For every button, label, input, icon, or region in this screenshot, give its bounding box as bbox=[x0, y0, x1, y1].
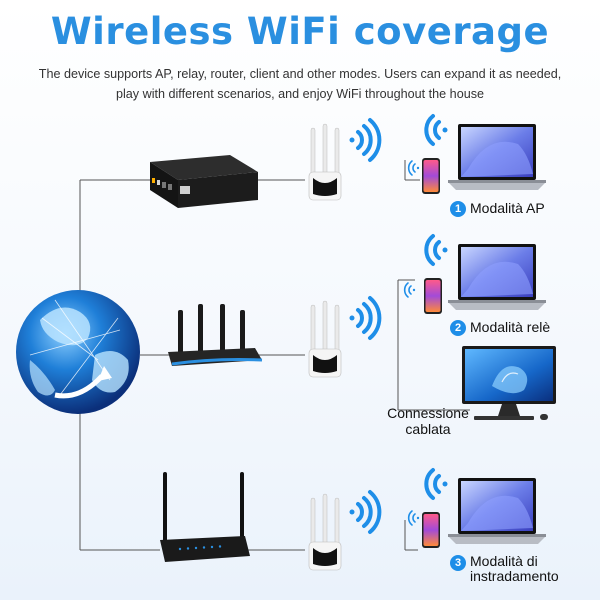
mode-label-ap: 1 Modalità AP bbox=[450, 200, 545, 217]
mode-label-text-line1: Modalità di bbox=[470, 553, 538, 569]
laptop-icon bbox=[448, 244, 546, 310]
mode-label-routing: 3 Modalità di instradamento bbox=[450, 554, 559, 584]
page-title: Wireless WiFi coverage bbox=[50, 10, 550, 53]
mode-label-text-line2: instradamento bbox=[470, 568, 559, 584]
subtitle-line-2: play with different scenarios, and enjoy… bbox=[116, 87, 484, 101]
laptop-icon bbox=[448, 478, 546, 544]
page-subtitle: The device supports AP, relay, router, c… bbox=[20, 64, 580, 104]
wifi-signal-icon bbox=[349, 118, 382, 534]
globe-icon bbox=[16, 290, 140, 414]
smartphone-icon bbox=[422, 512, 440, 548]
wifi-signal-icon bbox=[424, 114, 448, 500]
connection-lines bbox=[79, 160, 470, 551]
repeater-icon bbox=[308, 300, 342, 378]
mode-label-text: Modalità AP bbox=[470, 200, 545, 216]
mode-number-badge: 1 bbox=[450, 201, 466, 217]
wired-label-line2: cablata bbox=[405, 421, 451, 437]
router-icon bbox=[160, 472, 250, 562]
wifi-signal-icon bbox=[403, 160, 420, 526]
router-icon bbox=[168, 304, 263, 366]
smartphone-icon bbox=[422, 158, 440, 194]
wired-connection-label: Connessione cablata bbox=[383, 405, 473, 437]
smartphone-icon bbox=[424, 278, 442, 314]
set-top-box-icon bbox=[150, 155, 258, 208]
mode-label-relay: 2 Modalità relè bbox=[450, 319, 550, 336]
desktop-monitor-icon bbox=[462, 346, 556, 420]
subtitle-line-1: The device supports AP, relay, router, c… bbox=[38, 67, 562, 81]
mode-number-badge: 2 bbox=[450, 320, 466, 336]
repeater-icon bbox=[308, 493, 342, 571]
mode-number-badge: 3 bbox=[450, 555, 466, 571]
repeater-icon bbox=[308, 123, 342, 201]
wired-label-line1: Connessione bbox=[387, 405, 469, 421]
laptop-icon bbox=[448, 124, 546, 190]
mode-label-text: Modalità relè bbox=[470, 319, 551, 335]
